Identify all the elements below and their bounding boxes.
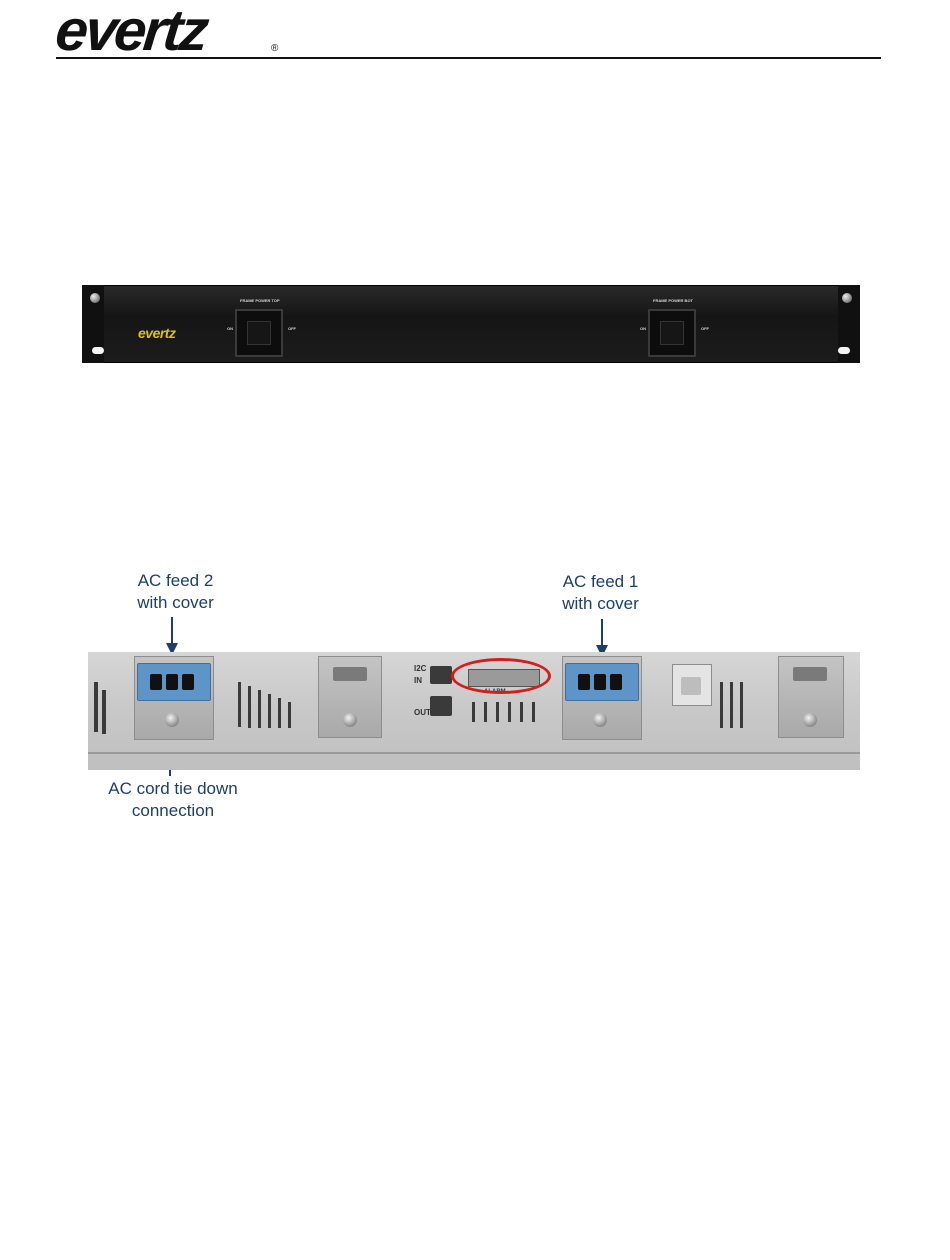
vent: [508, 702, 511, 722]
vent: [268, 694, 271, 728]
callout-ac-feed-1: AC feed 1 with cover: [543, 571, 658, 615]
callout-line: with cover: [543, 593, 658, 615]
power-switch-bot: [648, 309, 696, 357]
vent: [720, 682, 723, 728]
switch-top-label: FRAME POWER TOP: [240, 298, 280, 303]
switch-top-on-label: ON: [227, 326, 233, 331]
switch-top-off-label: OFF: [288, 326, 296, 331]
ac-feed-2-module: [134, 656, 214, 740]
ac-feed-2-cover: [137, 663, 211, 701]
rj-jack: [672, 664, 712, 706]
vent: [472, 702, 475, 722]
vent: [238, 682, 241, 727]
ac-inlet-hole: [166, 674, 178, 690]
tie-down-screw-icon: [593, 713, 607, 727]
arrow-down-icon: [160, 615, 184, 657]
i2c-in-port: [430, 666, 452, 684]
callout-line: AC cord tie down: [88, 778, 258, 800]
header-rule: [56, 57, 881, 59]
vent: [94, 682, 98, 732]
power-switch-top: [235, 309, 283, 357]
vent: [102, 690, 106, 734]
i2c-label: I2C: [414, 664, 426, 673]
ac-inlet-hole: [610, 674, 622, 690]
vent: [496, 702, 499, 722]
module-handle: [793, 667, 827, 681]
vent: [532, 702, 535, 722]
ac-feed-1-cover: [565, 663, 639, 701]
ac-inlet-hole: [594, 674, 606, 690]
callout-line: AC feed 2: [118, 570, 233, 592]
evertz-logo: evertz: [53, 0, 209, 62]
vent: [288, 702, 291, 728]
rj-port: [681, 677, 701, 695]
panel-edge: [88, 752, 860, 754]
mounting-slot: [92, 347, 104, 354]
switch-bot-on-label: ON: [640, 326, 646, 331]
callout-line: with cover: [118, 592, 233, 614]
blank-module: [318, 656, 382, 738]
callout-ac-feed-2: AC feed 2 with cover: [118, 570, 233, 614]
vent: [730, 682, 733, 728]
switch-bot-label: FRAME POWER BOT: [653, 298, 693, 303]
vent: [484, 702, 487, 722]
alarm-highlight-ring: [451, 658, 551, 694]
switch-bot-off-label: OFF: [701, 326, 709, 331]
tie-down-screw-icon: [165, 713, 179, 727]
screw-icon: [343, 713, 357, 727]
out-label: OUT: [414, 708, 431, 717]
vent: [740, 682, 743, 728]
i2c-out-port: [430, 696, 452, 716]
vent: [520, 702, 523, 722]
module-handle: [333, 667, 367, 681]
vent: [278, 698, 281, 728]
callout-line: connection: [88, 800, 258, 822]
ac-feed-1-module: [562, 656, 642, 740]
callout-tie-down: AC cord tie down connection: [88, 778, 258, 822]
mounting-slot: [838, 347, 850, 354]
vent: [258, 690, 261, 728]
screw-icon: [803, 713, 817, 727]
front-panel-image: evertz FRAME POWER TOP ON OFF FRAME POWE…: [82, 285, 860, 363]
ac-inlet-hole: [150, 674, 162, 690]
ac-inlet-hole: [578, 674, 590, 690]
callout-line: AC feed 1: [543, 571, 658, 593]
in-label: IN: [414, 676, 422, 685]
ac-inlet-hole: [182, 674, 194, 690]
vent: [248, 686, 251, 728]
registered-mark: ®: [271, 43, 278, 54]
front-panel-logo: evertz: [138, 325, 175, 341]
blank-module: [778, 656, 844, 738]
screw-icon: [842, 293, 852, 303]
screw-icon: [90, 293, 100, 303]
